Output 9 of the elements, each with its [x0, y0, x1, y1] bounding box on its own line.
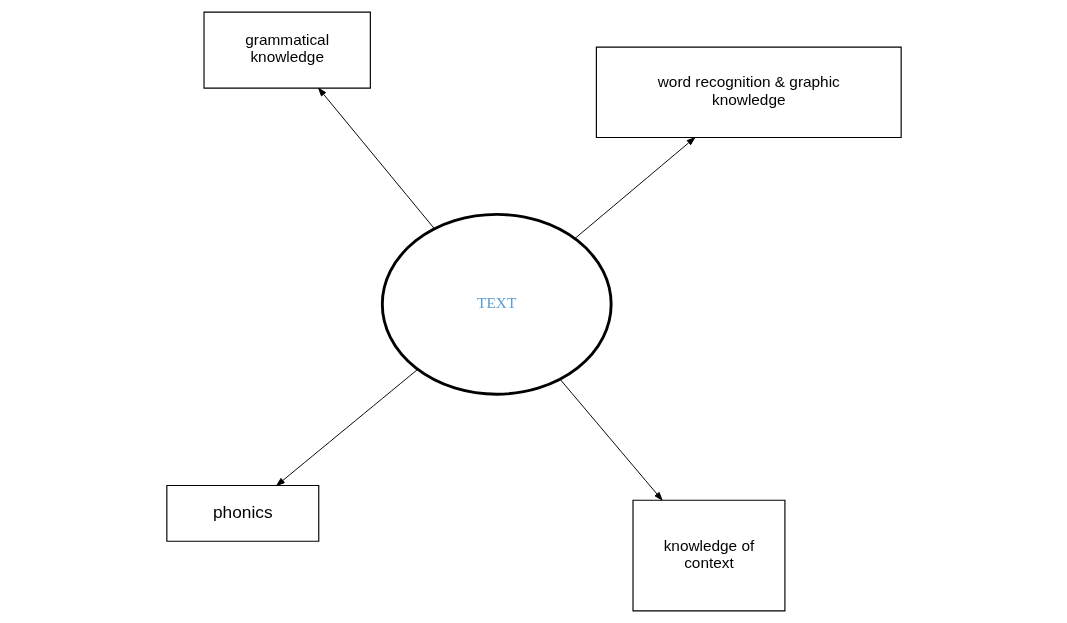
node-ellipse: TEXT	[380, 212, 613, 396]
arrow	[559, 378, 663, 501]
arrow	[317, 87, 435, 230]
node-box: phonics	[165, 484, 319, 542]
node-box: grammatical knowledge	[202, 11, 371, 89]
arrow	[275, 369, 418, 486]
arrow	[574, 137, 695, 239]
node-box: knowledge of context	[631, 499, 785, 612]
node-box: word recognition & graphic knowledge	[595, 46, 902, 139]
